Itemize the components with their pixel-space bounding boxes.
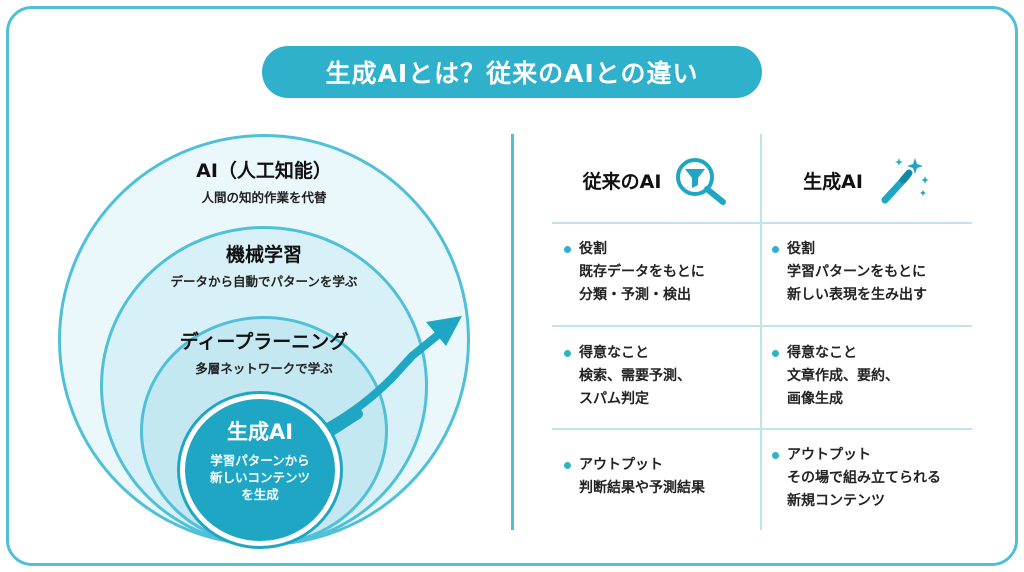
circle-gen-line3: を生成 bbox=[241, 487, 279, 502]
bullet-dot bbox=[772, 350, 779, 357]
table-rule-3 bbox=[552, 428, 972, 430]
trad-role-line2: 分類・予測・検出 bbox=[579, 287, 691, 303]
gen-row-strengths: 得意なこと 文章作成、要約、 画像生成 bbox=[772, 342, 972, 411]
header-traditional-ai: 従来のAI bbox=[552, 158, 760, 205]
circle-gen-description: 学習パターンから 新しいコンテンツ を生成 bbox=[160, 452, 360, 503]
gen-role-label: 役割 bbox=[787, 241, 815, 257]
table-rule-1 bbox=[552, 222, 972, 224]
gen-row-role: 役割 学習パターンをもとに 新しい表現を生み出す bbox=[772, 238, 972, 307]
bullet-dot bbox=[564, 350, 571, 357]
header-traditional-label: 従来のAI bbox=[582, 170, 662, 193]
gen-role-line2: 新しい表現を生み出す bbox=[787, 287, 927, 303]
circle-dl-text: ディープラーニング 多層ネットワークで学ぶ bbox=[114, 327, 414, 377]
trad-row-role: 役割 既存データをもとに 分類・予測・検出 bbox=[564, 238, 760, 307]
circle-generative-ai bbox=[180, 394, 340, 546]
circle-gen-text: 生成AI 学習パターンから 新しいコンテンツ を生成 bbox=[160, 416, 360, 503]
trad-row-output: アウトプット 判断結果や予測結果 bbox=[564, 454, 760, 500]
trad-row-strengths: 得意なこと 検索、需要予測、 スパム判定 bbox=[564, 342, 760, 411]
gen-strengths-label: 得意なこと bbox=[787, 345, 857, 361]
magic-wand-icon bbox=[881, 158, 929, 204]
trad-output-label: アウトプット bbox=[579, 457, 663, 473]
circle-ai-text: AI（人工知能） 人間の知的作業を代替 bbox=[114, 156, 414, 206]
circle-ai-title: AI（人工知能） bbox=[196, 160, 332, 182]
gen-strengths-line2: 画像生成 bbox=[787, 391, 843, 407]
circle-ml-title: 機械学習 bbox=[225, 244, 302, 266]
circle-dl-subtitle: 多層ネットワークで学ぶ bbox=[195, 361, 333, 376]
bullet-dot bbox=[564, 462, 571, 469]
gen-role-line1: 学習パターンをもとに bbox=[787, 264, 927, 280]
page-title: 生成AIとは？従来のAIとの違い bbox=[262, 46, 762, 98]
table-rule-2 bbox=[552, 325, 972, 327]
gen-output-line2: 新規コンテンツ bbox=[787, 493, 885, 509]
circle-gen-title: 生成AI bbox=[226, 420, 294, 444]
header-generative-ai: 生成AI bbox=[762, 158, 972, 204]
circle-gen-line2: 新しいコンテンツ bbox=[209, 470, 310, 485]
table-center-divider bbox=[760, 134, 762, 530]
gen-output-label: アウトプット bbox=[787, 447, 871, 463]
circle-dl-title: ディープラーニング bbox=[179, 331, 349, 353]
magnifier-filter-icon bbox=[676, 158, 727, 205]
circle-gen-line1: 学習パターンから bbox=[210, 453, 310, 468]
trad-role-line1: 既存データをもとに bbox=[579, 264, 705, 280]
bullet-dot bbox=[772, 246, 779, 253]
trad-strengths-line1: 検索、需要予測、 bbox=[579, 368, 691, 384]
trad-role-label: 役割 bbox=[579, 241, 607, 257]
trad-strengths-label: 得意なこと bbox=[579, 345, 649, 361]
gen-strengths-line1: 文章作成、要約、 bbox=[787, 368, 899, 384]
table-left-divider bbox=[511, 134, 514, 530]
bullet-dot bbox=[772, 452, 779, 459]
header-generative-label: 生成AI bbox=[803, 170, 863, 193]
bullet-dot bbox=[564, 246, 571, 253]
circle-ml-text: 機械学習 データから自動でパターンを学ぶ bbox=[114, 240, 414, 290]
trad-strengths-line2: スパム判定 bbox=[579, 391, 649, 407]
circle-ml-subtitle: データから自動でパターンを学ぶ bbox=[170, 274, 358, 289]
circle-ai-subtitle: 人間の知的作業を代替 bbox=[201, 190, 327, 205]
trad-output-line1: 判断結果や予測結果 bbox=[579, 480, 705, 496]
gen-output-line1: その場で組み立てられる bbox=[787, 470, 941, 486]
gen-row-output: アウトプット その場で組み立てられる 新規コンテンツ bbox=[772, 444, 972, 513]
